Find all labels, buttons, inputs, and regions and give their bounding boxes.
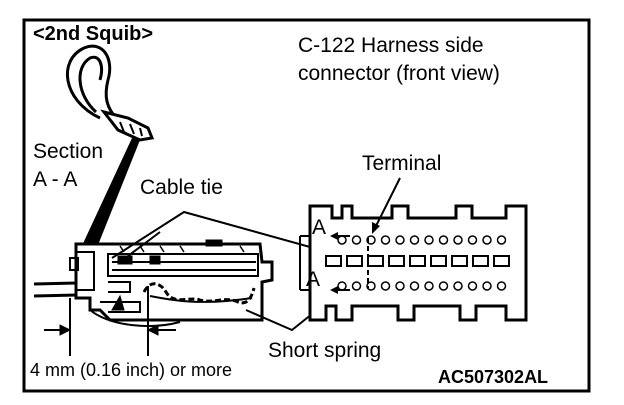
bottom-terminal-hole	[409, 281, 420, 291]
top-terminal-hole	[380, 235, 391, 245]
cable-tie-label: Cable tie	[140, 176, 223, 199]
top-terminal-hole	[351, 235, 362, 245]
bottom-terminal-hole	[424, 281, 434, 291]
terminal-slot	[388, 255, 405, 267]
bottom-terminal-hole	[467, 281, 478, 291]
dimension-callout	[44, 286, 176, 356]
terminal-slot	[409, 255, 426, 267]
top-terminal-hole	[409, 235, 420, 245]
top-terminal-hole	[337, 235, 347, 245]
section-leader-wedge	[80, 138, 140, 250]
terminal-slot	[325, 255, 342, 267]
terminal-slot	[451, 255, 468, 267]
bottom-terminal-hole	[337, 281, 347, 291]
connector-label-line1: C-122 Harness side	[298, 34, 484, 57]
bottom-terminal-hole	[395, 281, 405, 291]
bottom-terminal-hole	[351, 281, 362, 291]
section-marker-a-bottom: A	[306, 268, 320, 291]
terminal-slot	[472, 255, 489, 267]
figure-code: AC507302AL	[438, 367, 548, 387]
top-terminal-hole	[482, 235, 492, 245]
top-terminal-hole	[438, 235, 449, 245]
bottom-terminal-hole	[453, 281, 463, 291]
connector-front-view	[299, 177, 528, 322]
bottom-terminal-hole	[496, 281, 507, 291]
top-terminal-hole	[467, 235, 478, 245]
top-terminal-hole	[424, 235, 434, 245]
bottom-terminal-hole	[438, 281, 449, 291]
top-terminal-hole	[496, 235, 507, 245]
top-terminal-hole	[453, 235, 463, 245]
bottom-terminal-hole	[380, 281, 391, 291]
dimension-label: 4 mm (0.16 inch) or more	[30, 360, 232, 380]
terminal-slot	[367, 255, 384, 267]
section-label-line2: A - A	[33, 168, 77, 191]
terminal-slot	[493, 255, 510, 267]
title-label: <2nd Squib>	[33, 23, 153, 45]
terminal-label: Terminal	[362, 152, 441, 175]
cable-tie-sketch	[66, 44, 155, 142]
bottom-terminal-hole	[482, 281, 492, 291]
section-label-line1: Section	[33, 140, 103, 163]
section-marker-a-top: A	[312, 216, 326, 239]
cross-section-assembly	[33, 239, 274, 327]
connector-label-line2: connector (front view)	[298, 62, 500, 85]
diagram-frame	[22, 18, 591, 393]
short-spring-label: Short spring	[268, 339, 381, 362]
top-terminal-hole	[395, 235, 405, 245]
terminal-slot	[430, 255, 447, 267]
terminal-slot	[346, 255, 363, 267]
